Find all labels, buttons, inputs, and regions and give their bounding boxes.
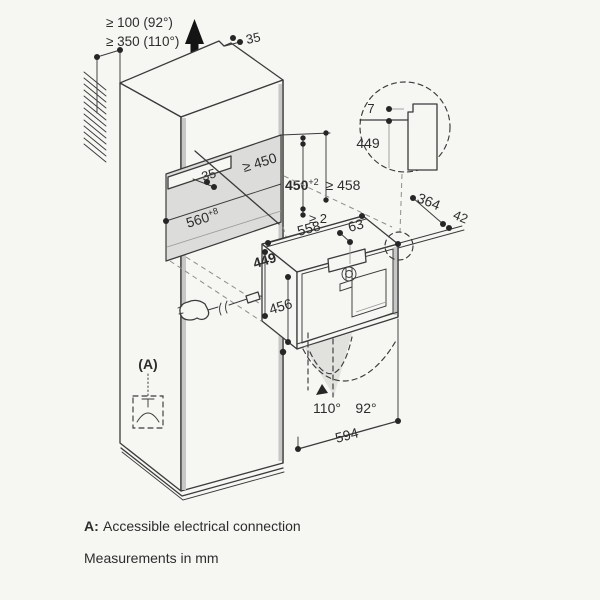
detail-source-marker [384,231,414,261]
coffee-machine [261,215,399,350]
top-rear-gap-dimension: 35 [224,29,262,47]
wall-hatch [83,71,107,163]
niche-side-gap-label: 35 [200,165,218,184]
side-depth-dimension: 364 42 [395,190,470,249]
niche-height-label: 450+2 ≥ 458 [285,177,361,193]
footnote-text: Accessible electrical connection [103,518,301,534]
side-depth-label: 364 [415,190,443,214]
top-clearance-line2: ≥ 350 (110°) [106,34,179,49]
outlet-box [132,395,164,429]
door-open-width-dimension: 594 [279,241,401,452]
niche-height-dimension: 450+2 ≥ 458 ≥ 2 [280,130,361,226]
top-rear-gap-label: 35 [245,29,262,47]
detail-circle: 7 449 [356,81,451,261]
spout-offset-dimension: 63 [337,215,366,264]
footnote-key: A: [84,518,99,534]
niche: ≥ 450 35 560+8 [163,134,282,262]
connection-label: (A) [138,356,157,372]
niche-ceiling [167,155,232,190]
appliance-door-height-label: 456 [267,295,294,317]
side-offset-label: 42 [451,207,470,226]
cable-connector [245,291,261,304]
footnotes: A: Accessible electrical connection Meas… [84,518,301,566]
door-edge-profile [407,103,438,171]
door-swing: 110° 92° [302,332,398,416]
swing-arrowhead [316,384,328,395]
appliance-width-dimension: 558 [265,213,365,246]
niche-depth-line [194,150,280,225]
appliance-door-height-dimension: 456 [262,249,294,319]
electrical-connection: (A) [132,356,164,429]
appliance-width-label: 558 [295,217,322,239]
cabinet-left-face [119,82,182,492]
cup-recess [351,268,387,318]
niche-width-label: 560+8 [184,206,221,231]
detail-height-label: 449 [356,135,380,151]
outlet-icon [136,398,160,423]
cabinet-plinth [120,447,284,497]
footnote-units: Measurements in mm [84,550,219,566]
door-open-width-label: 594 [333,424,360,446]
top-clearance-line1: ≥ 100 (92°) [106,15,173,30]
rear-gap-label: ≥ 2 [309,211,327,226]
door-angle-wide-label: 110° [313,400,341,416]
top-clearance-dimension: ≥ 100 (92°) ≥ 350 (110°) [94,15,179,114]
tall-cabinet [119,40,285,501]
door-angle-narrow-label: 92° [355,400,376,416]
power-plug [177,291,267,321]
display-panel [327,248,367,273]
detail-gap-label: 7 [367,101,374,116]
spout-offset-label: 63 [346,215,365,235]
